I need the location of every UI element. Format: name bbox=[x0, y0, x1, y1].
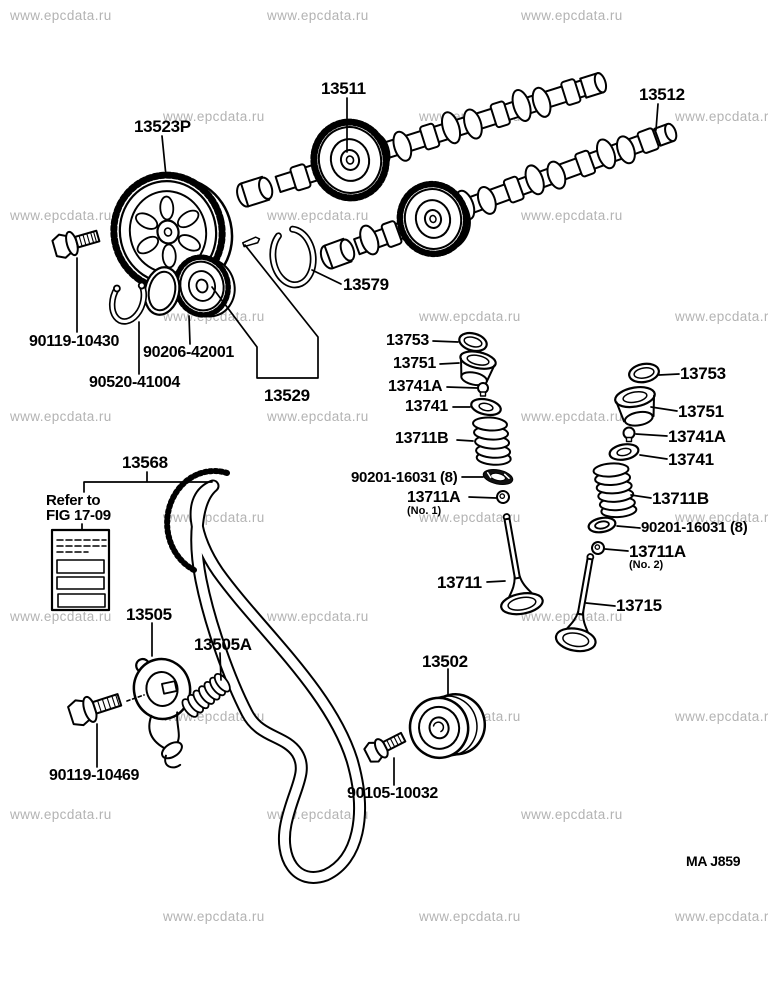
intake-valve-stack-drawing bbox=[458, 331, 544, 616]
watermark: www.epcdata.ru bbox=[419, 909, 521, 924]
part-label-13568: 13568 bbox=[122, 453, 168, 472]
watermark: www.epcdata.ru bbox=[267, 609, 369, 624]
intake-valve-drawing bbox=[500, 513, 544, 616]
part-label-exhaust-13753: 13753 bbox=[680, 364, 726, 383]
watermark: www.epcdata.ru bbox=[521, 409, 623, 424]
bolt-90119-10430-drawing bbox=[51, 229, 101, 259]
bolt-90105-10032-drawing bbox=[363, 731, 407, 763]
watermark: www.epcdata.ru bbox=[163, 909, 265, 924]
watermark: www.epcdata.ru bbox=[267, 409, 369, 424]
watermark: www.epcdata.ru bbox=[419, 510, 521, 525]
bolt-90119-10469-drawing bbox=[67, 693, 123, 727]
tensioner-drawing bbox=[132, 657, 192, 769]
belt-teeth bbox=[164, 468, 230, 573]
watermark: www.epcdata.ru bbox=[163, 510, 265, 525]
part-label-13502: 13502 bbox=[422, 652, 468, 671]
part-label-13512: 13512 bbox=[639, 85, 685, 104]
part-label-13505: 13505 bbox=[126, 605, 172, 624]
part-label-13711: 13711 bbox=[437, 573, 482, 592]
part-label-intake-13741a: 13741A bbox=[388, 378, 443, 395]
figure-code: MA J859 bbox=[686, 853, 741, 869]
part-label-intake-no1: (No. 1) bbox=[407, 505, 442, 517]
watermark: www.epcdata.ru bbox=[521, 807, 623, 822]
watermark: www.epcdata.ru bbox=[675, 909, 768, 924]
idler-13502-drawing bbox=[408, 693, 487, 760]
part-label-exhaust-13711a: 13711A bbox=[629, 542, 686, 561]
watermark: www.epcdata.ru bbox=[10, 8, 112, 23]
part-label-90119-10430: 90119-10430 bbox=[29, 333, 120, 350]
gear-13511-drawing bbox=[310, 118, 390, 202]
part-label-exhaust-13751: 13751 bbox=[678, 402, 724, 421]
watermark: www.epcdata.ru bbox=[675, 709, 768, 724]
watermark: www.epcdata.ru bbox=[521, 609, 623, 624]
part-label-13579: 13579 bbox=[343, 275, 389, 294]
leader-lines bbox=[76, 97, 680, 786]
snap-ring-90520-drawing bbox=[108, 281, 148, 325]
timing-pulley-drawing bbox=[110, 171, 234, 293]
part-label-exhaust-seal: 90201-16031 (8) bbox=[641, 519, 748, 536]
reference-plate-drawing bbox=[50, 528, 111, 612]
watermark: www.epcdata.ru bbox=[163, 109, 265, 124]
exhaust-valve-stack-drawing bbox=[554, 362, 660, 653]
note-refer-line1: Refer to bbox=[46, 492, 101, 509]
pulley-holes bbox=[135, 195, 201, 269]
part-label-exhaust-13741: 13741 bbox=[668, 450, 714, 469]
part-label-90119-10469: 90119-10469 bbox=[49, 767, 140, 784]
watermark: www.epcdata.ru bbox=[267, 208, 369, 223]
watermark: www.epcdata.ru bbox=[10, 409, 112, 424]
snap-ring-13579-drawing bbox=[269, 225, 317, 289]
part-label-13511: 13511 bbox=[321, 79, 366, 98]
watermark: www.epcdata.ru bbox=[419, 309, 521, 324]
watermark: www.epcdata.ru bbox=[675, 109, 768, 124]
oring-drawing bbox=[143, 266, 181, 316]
tensioner-spring-drawing bbox=[181, 673, 231, 718]
sub-gear-drawing bbox=[173, 254, 236, 318]
watermark: www.epcdata.ru bbox=[10, 208, 112, 223]
part-label-13715: 13715 bbox=[616, 596, 662, 615]
part-label-90520-41004: 90520-41004 bbox=[89, 374, 181, 391]
straight-pin-drawing bbox=[242, 236, 261, 248]
watermark: www.epcdata.ru bbox=[10, 807, 112, 822]
watermark: www.epcdata.ru bbox=[675, 309, 768, 324]
watermark: www.epcdata.ru bbox=[267, 8, 369, 23]
exhaust-valve-drawing bbox=[554, 553, 597, 653]
note-refer-line2: FIG 17-09 bbox=[46, 507, 111, 524]
part-label-13505a: 13505A bbox=[194, 635, 252, 654]
part-label-exhaust-13711b: 13711B bbox=[652, 489, 709, 508]
part-label-intake-seal: 90201-16031 (8) bbox=[351, 469, 458, 486]
part-label-13523p: 13523P bbox=[134, 117, 191, 136]
timing-belt-drawing bbox=[164, 468, 366, 884]
part-label-intake-13711a: 13711A bbox=[407, 489, 461, 506]
part-label-13529: 13529 bbox=[264, 386, 310, 405]
part-label-intake-13751: 13751 bbox=[393, 355, 436, 372]
watermark: www.epcdata.ru bbox=[521, 8, 623, 23]
part-label-90206-42001: 90206-42001 bbox=[143, 344, 235, 361]
part-label-exhaust-13741a: 13741A bbox=[668, 427, 726, 446]
watermark: www.epcdata.ru bbox=[521, 208, 623, 223]
part-label-exhaust-no2: (No. 2) bbox=[629, 559, 664, 571]
part-label-intake-13711b: 13711B bbox=[395, 430, 449, 447]
part-label-intake-13741: 13741 bbox=[405, 398, 448, 415]
part-label-intake-13753: 13753 bbox=[386, 332, 429, 349]
watermark: www.epcdata.ru bbox=[675, 510, 768, 525]
part-label-90105-10032: 90105-10032 bbox=[347, 785, 439, 802]
camshaft-sub-gear-drawing bbox=[396, 180, 471, 258]
watermark: www.epcdata.ru bbox=[10, 609, 112, 624]
